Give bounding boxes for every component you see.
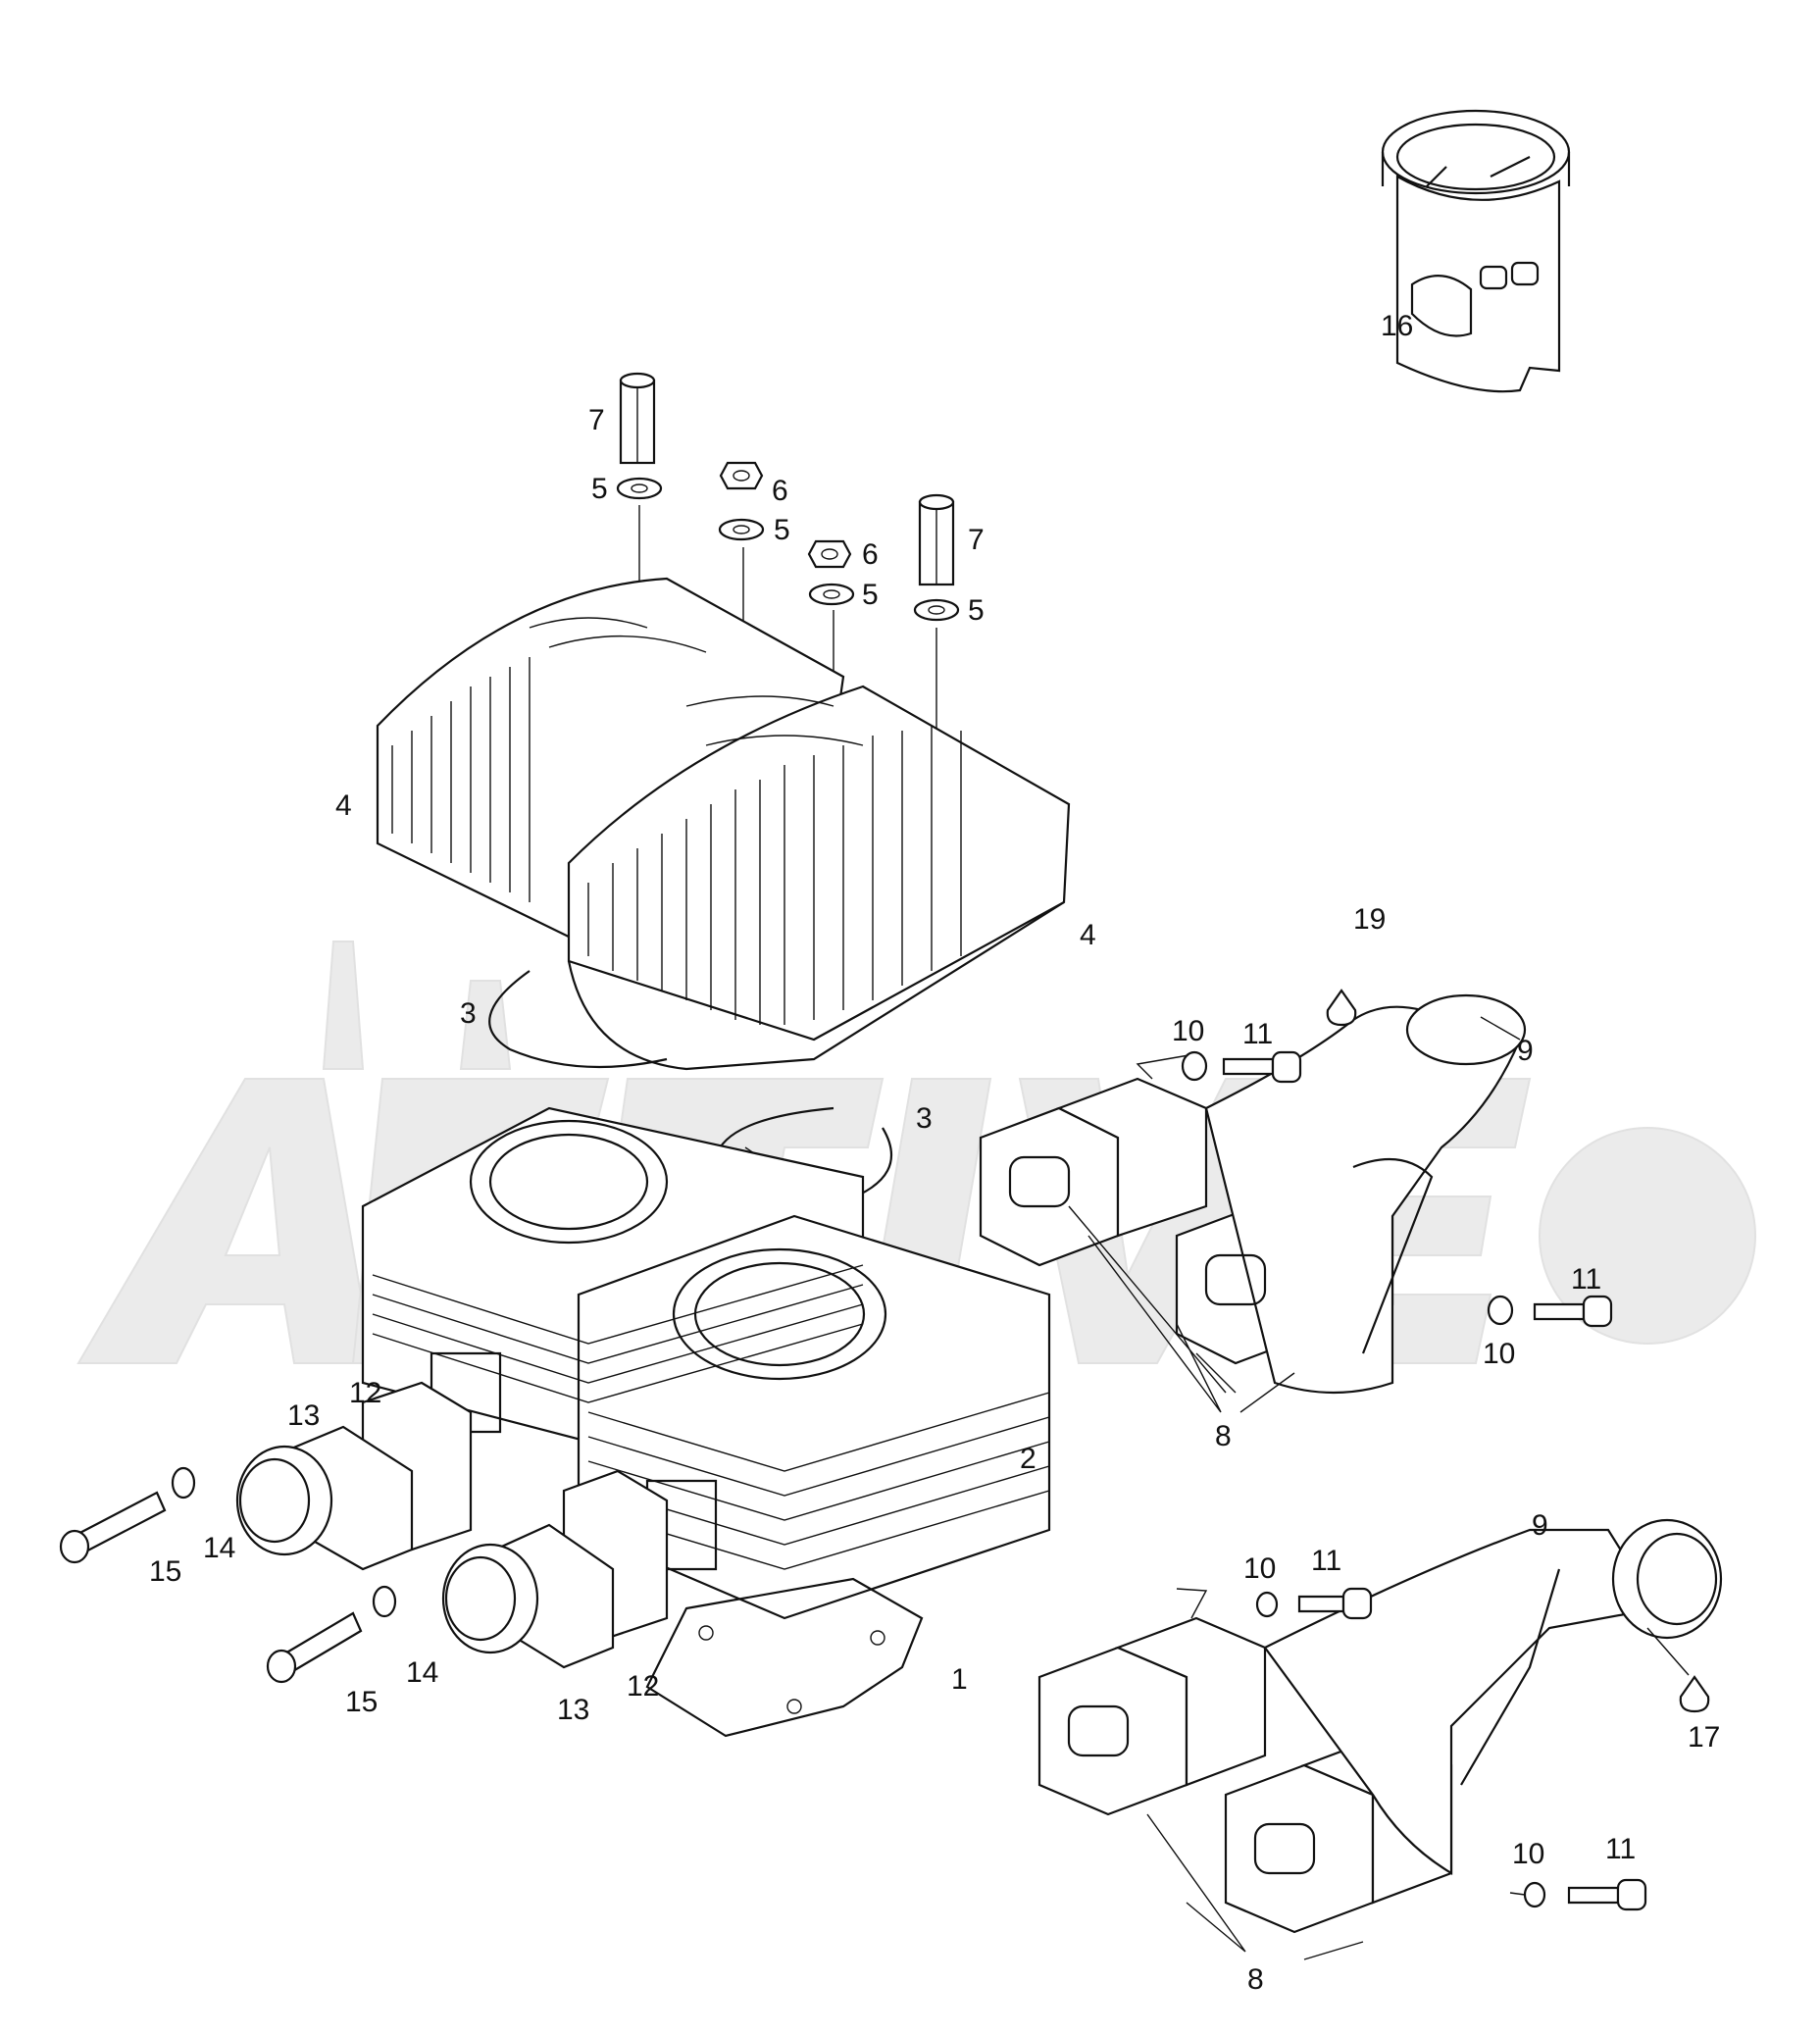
label-5a: 5 <box>591 473 608 505</box>
label-7b: 7 <box>968 524 985 556</box>
label-19: 19 <box>1353 903 1386 936</box>
label-16: 16 <box>1381 310 1413 342</box>
label-10c: 10 <box>1243 1552 1276 1585</box>
label-10a: 10 <box>1172 1015 1204 1047</box>
label-10b: 10 <box>1483 1338 1515 1370</box>
label-13a: 13 <box>287 1399 320 1432</box>
label-12b: 12 <box>627 1670 659 1703</box>
label-17: 17 <box>1688 1721 1720 1754</box>
label-11a: 11 <box>1242 1018 1273 1050</box>
base-gasket-1 <box>645 1577 924 1738</box>
cylinders-2 <box>361 1106 1051 1620</box>
label-5d: 5 <box>968 594 985 627</box>
label-6b: 6 <box>862 538 879 571</box>
part-labels: 1 2 3 3 4 4 5 5 5 5 6 6 7 7 8 8 9 9 10 1… <box>149 310 1720 1996</box>
label-1: 1 <box>951 1663 968 1696</box>
label-9a: 9 <box>1517 1035 1534 1067</box>
label-15b: 15 <box>345 1686 378 1718</box>
intake-flanges <box>59 1381 669 1684</box>
label-5b: 5 <box>774 514 790 546</box>
label-9b: 9 <box>1532 1509 1548 1542</box>
label-4a: 4 <box>335 789 352 822</box>
label-8a: 8 <box>1215 1420 1232 1452</box>
label-2: 2 <box>1020 1443 1036 1475</box>
label-3b: 3 <box>916 1102 933 1135</box>
upper-manifold-9 <box>979 989 1613 1395</box>
label-3a: 3 <box>460 997 477 1030</box>
cylinder-heads-4 <box>376 577 1071 1071</box>
label-4b: 4 <box>1080 919 1096 951</box>
label-12a: 12 <box>349 1377 381 1409</box>
label-13b: 13 <box>557 1694 589 1726</box>
label-11d: 11 <box>1605 1833 1636 1865</box>
leader-lines <box>1087 1016 1521 1413</box>
label-7a: 7 <box>588 404 605 436</box>
label-14a: 14 <box>203 1532 235 1564</box>
lower-manifold-9 <box>1037 1518 1723 1960</box>
label-14b: 14 <box>406 1656 438 1689</box>
cylinder-liner-16 <box>1381 109 1571 393</box>
label-6a: 6 <box>772 475 788 507</box>
label-5c: 5 <box>862 579 879 611</box>
label-11b: 11 <box>1571 1263 1601 1296</box>
label-10d: 10 <box>1512 1838 1544 1870</box>
label-8b: 8 <box>1247 1963 1264 1996</box>
label-11c: 11 <box>1311 1545 1341 1577</box>
label-15a: 15 <box>149 1555 181 1588</box>
